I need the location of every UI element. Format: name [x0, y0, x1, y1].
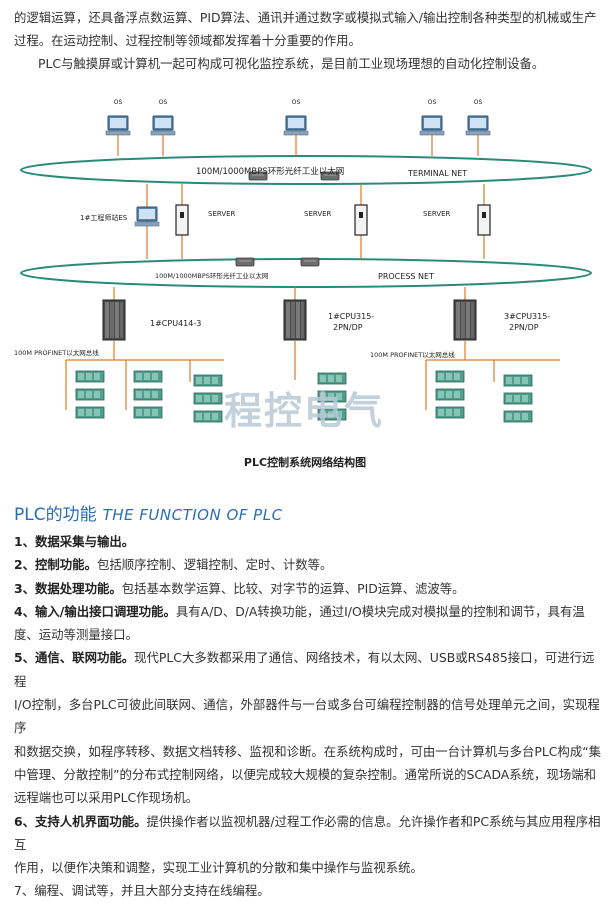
- ring1-label: 100M/1000MBPS环形光纤工业以太网: [196, 166, 344, 177]
- os-label: OS: [159, 99, 168, 106]
- os-station: [105, 115, 131, 136]
- server-unit: [477, 204, 491, 236]
- feature-line: 中管理、分散控制”的分布式控制网络，以便完成较大规模的复杂控制。通常所说的SCA…: [14, 766, 597, 782]
- cpu-rack: [283, 299, 307, 341]
- engineer-station-label: 1#工程师站ES: [80, 213, 128, 222]
- cpu3-label: 2PN/DP: [509, 323, 539, 332]
- feature-item: 5、通信、联网功能。现代PLC大多数都采用了通信、网络技术，有以太网、USB或R…: [14, 646, 602, 693]
- server-label: SERVER: [208, 210, 236, 218]
- profinet-label: 100M PROFINET以太网总线: [370, 350, 455, 359]
- feature-item: 7、编程、调试等，并且大部分支持在线编程。: [14, 883, 270, 899]
- server-label: SERVER: [304, 210, 332, 218]
- server-unit: [175, 204, 189, 236]
- section-title: PLC的功能 THE FUNCTION OF PLC: [14, 500, 283, 525]
- feature-title: 4、输入/输出接口调理功能。: [14, 603, 176, 619]
- os-label: OS: [428, 99, 437, 106]
- feature-text: 包括基本数学运算、比较、对字节的运算、PID运算、滤波等。: [121, 580, 465, 596]
- intro-line: PLC与触摸屏或计算机一起可构成可视化监控系统，是目前工业现场理想的自动化控制设…: [38, 56, 545, 71]
- feature-title: 6、支持人机界面功能。: [14, 813, 147, 829]
- os-label: OS: [292, 99, 301, 106]
- feature-text: 具有A/D、D/A转换功能，通过I/O模块完成对模拟量的控制和调节，具有温: [175, 603, 585, 619]
- feature-line: 和数据交换，如程序转移、数据文档转移、监视和诊断。在系统构成时，可由一台计算机与…: [14, 743, 602, 759]
- watermark: 程控电气: [224, 389, 385, 433]
- intro-line: 过程。在运动控制、过程控制等领域都发挥着十分重要的作用。: [14, 33, 361, 48]
- feature-item: 2、控制功能。包括顺序控制、逻辑控制、定时、计数等。: [14, 553, 602, 576]
- network-diagram: OS OS OS OS OS 100M/1000MBPS环形光纤工业以太网 TE…: [14, 99, 592, 423]
- ring2-switch: [300, 257, 320, 267]
- section-title-cn: PLC的功能: [14, 505, 97, 525]
- intro-line: 的逻辑运算，还具备浮点数运算、PID算法、通讯并通过数字或模拟式输入/输出控制各…: [14, 10, 597, 25]
- cpu-rack: [453, 299, 477, 341]
- feature-line: 远程端也可以采用PLC作现场机。: [14, 790, 199, 806]
- feature-title: 3、数据处理功能。: [14, 580, 122, 596]
- feature-text: 现代PLC大多数都采用了通信、网络技术，有以太网、USB或RS485接口，可进行…: [14, 650, 595, 689]
- terminal-net-label: TERMINAL NET: [407, 169, 467, 178]
- profinet-label: 100M PROFINET以太网总线: [14, 348, 99, 357]
- diagram-caption: PLC控制系统网络结构图: [243, 456, 367, 469]
- os-label: OS: [474, 99, 483, 106]
- ring2-label: 100M/1000MBPS环形光纤工业以太网: [155, 271, 268, 280]
- process-net-label: PROCESS NET: [378, 272, 434, 281]
- feature-line: 作用，以便作决策和调整，实现工业计算机的分散和集中操作与监视系统。: [14, 860, 423, 876]
- os-station: [419, 115, 445, 136]
- feature-title: 2、控制功能。: [14, 557, 97, 573]
- feature-line: I/O控制，多台PLC可彼此间联网、通信，外部器件与一台或多台可编程控制器的信号…: [14, 697, 600, 736]
- os-label: OS: [114, 99, 123, 106]
- cpu2-label: 2PN/DP: [333, 323, 363, 332]
- section-title-en: THE FUNCTION OF PLC: [102, 506, 283, 524]
- feature-list: 1、数据采集与输出。 2、控制功能。包括顺序控制、逻辑控制、定时、计数等。 3、…: [14, 530, 602, 903]
- feature-item: 4、输入/输出接口调理功能。具有A/D、D/A转换功能，通过I/O模块完成对模拟…: [14, 600, 602, 623]
- feature-item: 3、数据处理功能。包括基本数学运算、比较、对字节的运算、PID运算、滤波等。: [14, 577, 602, 600]
- cpu1-label: 1#CPU414-3: [150, 319, 201, 328]
- engineer-station-pc: [134, 206, 160, 227]
- feature-item: 1、数据采集与输出。: [14, 530, 602, 553]
- cpu-rack: [102, 299, 126, 341]
- feature-text: 包括顺序控制、逻辑控制、定时、计数等。: [96, 557, 333, 573]
- os-station: [283, 115, 309, 136]
- os-station: [150, 115, 176, 136]
- feature-title: 1、数据采集与输出。: [14, 534, 135, 549]
- cpu2-label: 1#CPU315-: [328, 312, 374, 321]
- feature-item: 6、支持人机界面功能。提供操作者以监视机器/过程工作必需的信息。允许操作者和PC…: [14, 810, 602, 857]
- ring-terminal-net: [20, 155, 592, 185]
- server-label: SERVER: [423, 210, 451, 218]
- feature-line: 度、运动等测量接口。: [14, 627, 138, 643]
- os-station: [465, 115, 491, 136]
- server-unit: [354, 204, 368, 236]
- intro-text: 的逻辑运算，还具备浮点数运算、PID算法、通讯并通过数字或模拟式输入/输出控制各…: [14, 6, 599, 75]
- feature-title: 5、通信、联网功能。: [14, 650, 135, 666]
- ring2-switch: [235, 257, 255, 267]
- cpu3-label: 3#CPU315-: [504, 312, 550, 321]
